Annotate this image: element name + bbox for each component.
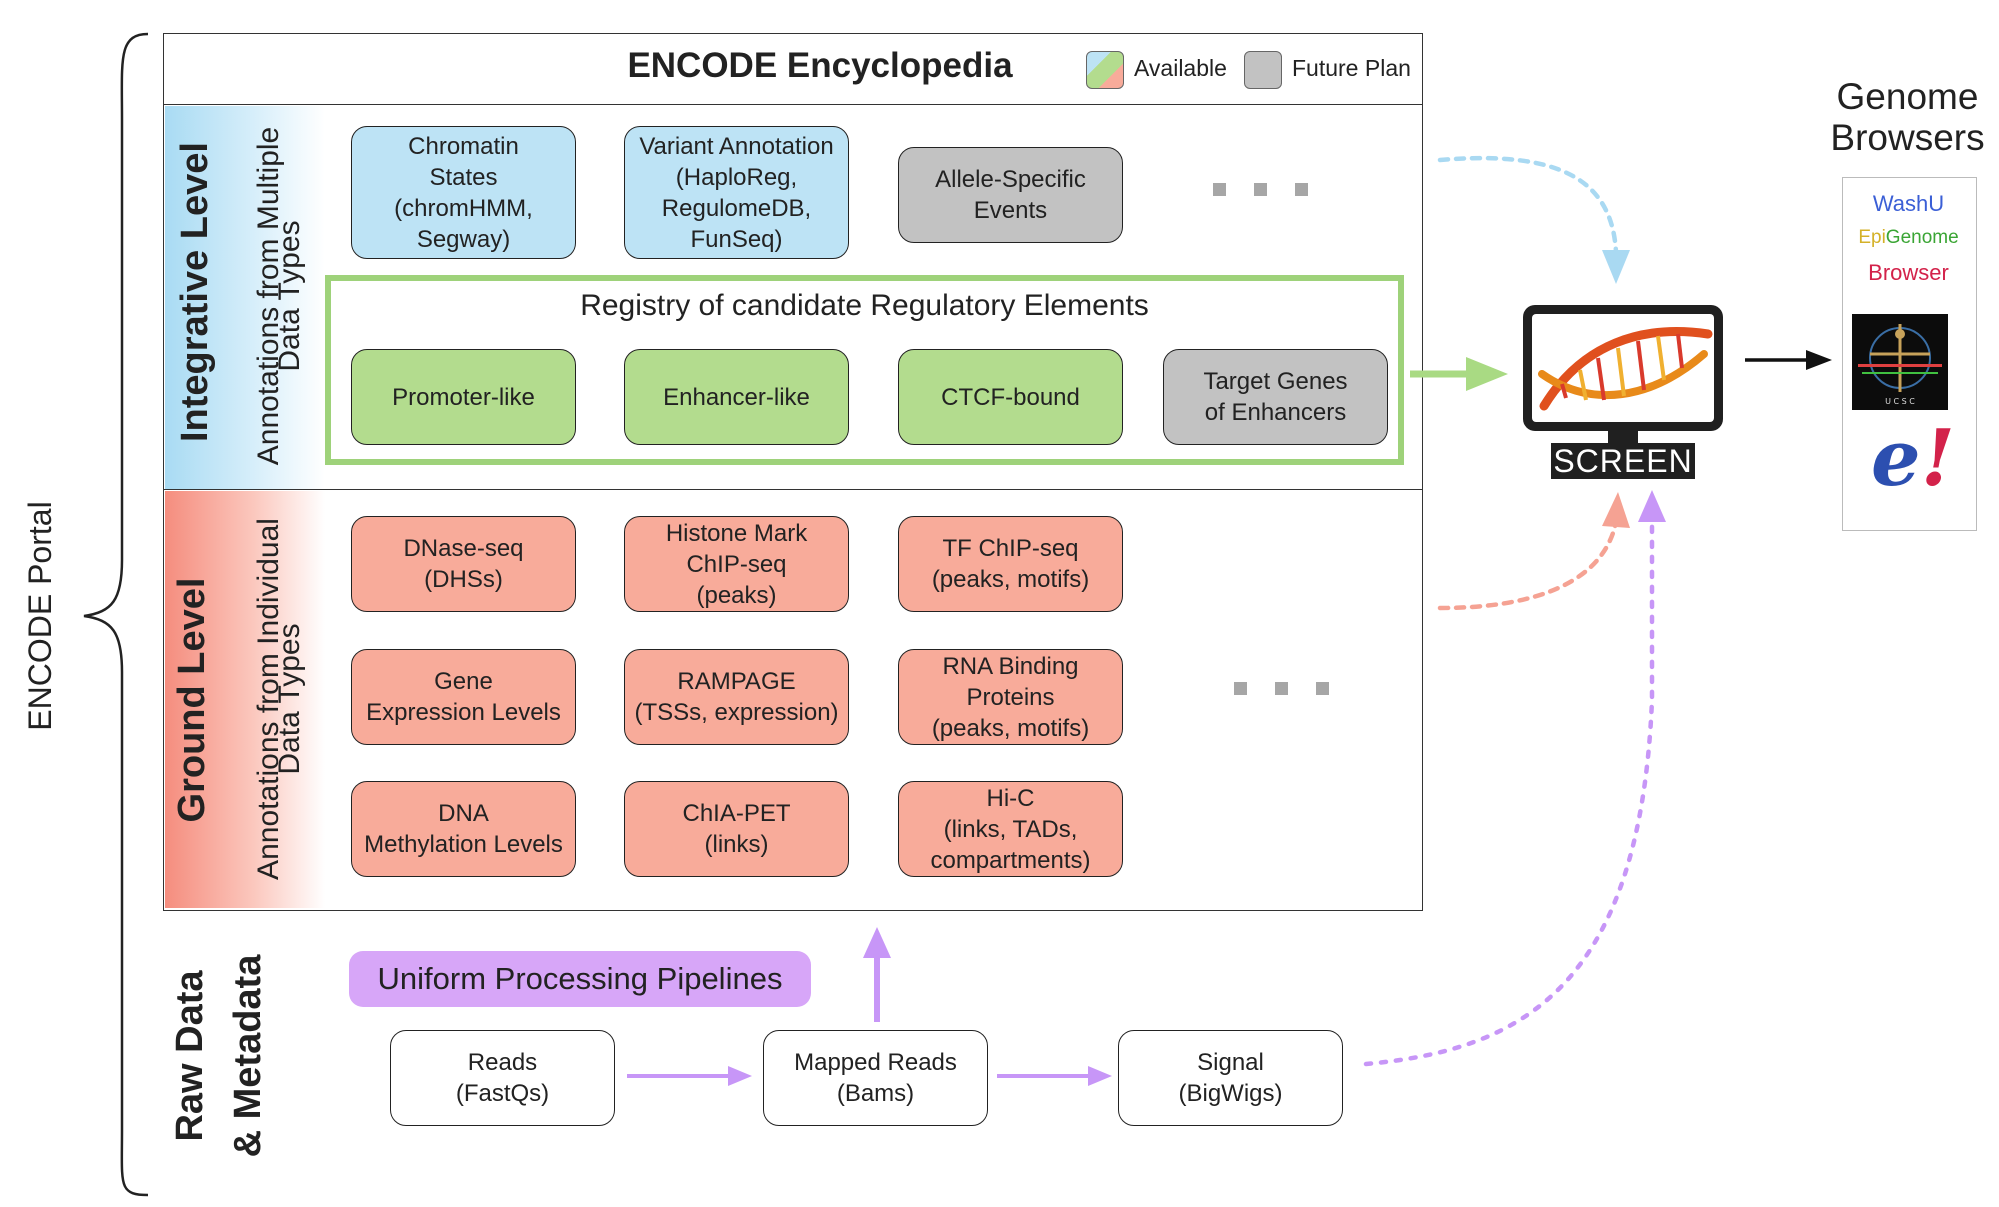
ground-ellipsis bbox=[1220, 682, 1343, 700]
target-genes-box: Target Genes of Enhancers bbox=[1163, 349, 1388, 445]
reads-box: Reads (FastQs) bbox=[390, 1030, 615, 1126]
screen-label: SCREEN bbox=[1551, 443, 1695, 479]
ensembl-logo-icon: e! bbox=[1871, 413, 1955, 504]
washu-epi: Epi bbox=[1858, 227, 1886, 248]
integrative-gradient bbox=[165, 106, 325, 489]
dna-methylation-box: DNA Methylation Levels bbox=[351, 781, 576, 877]
chromatin-states-box: Chromatin States (chromHMM, Segway) bbox=[351, 126, 576, 259]
ground-gradient bbox=[165, 491, 325, 908]
registry-title: Registry of candidate Regulatory Element… bbox=[580, 289, 1149, 322]
rampage-box: RAMPAGE (TSSs, expression) bbox=[624, 649, 849, 745]
enhancer-like-box: Enhancer-like bbox=[624, 349, 849, 445]
ctcf-bound-box: CTCF-bound bbox=[898, 349, 1123, 445]
histone-chip-box: Histone Mark ChIP-seq (peaks) bbox=[624, 516, 849, 612]
ucsc-logo-text: U C S C bbox=[1885, 397, 1915, 406]
ucsc-logo-icon: U C S C bbox=[1852, 314, 1948, 410]
encyclopedia-header bbox=[163, 33, 1423, 107]
promoter-like-box: Promoter-like bbox=[351, 349, 576, 445]
washu-line-3: Browser bbox=[1868, 260, 1949, 285]
encyclopedia-title: ENCODE Encyclopedia bbox=[627, 46, 1013, 85]
hi-c-box: Hi-C (links, TADs, compartments) bbox=[898, 781, 1123, 877]
legend-future-swatch bbox=[1244, 51, 1282, 89]
uniform-pipelines-badge: Uniform Processing Pipelines bbox=[349, 951, 811, 1007]
variant-annotation-box: Variant Annotation (HaploReg, RegulomeDB… bbox=[624, 126, 849, 259]
washu-line-1: WashU bbox=[1872, 191, 1945, 216]
legend-future-label: Future Plan bbox=[1292, 55, 1411, 81]
signal-box: Signal (BigWigs) bbox=[1118, 1030, 1343, 1126]
integrative-ellipsis bbox=[1199, 183, 1322, 201]
mapped-reads-box: Mapped Reads (Bams) bbox=[763, 1030, 988, 1126]
tf-chip-box: TF ChIP-seq (peaks, motifs) bbox=[898, 516, 1123, 612]
registry-frame bbox=[325, 275, 1404, 465]
genome-browsers-title-2: Browsers bbox=[1830, 117, 1985, 158]
dnase-seq-box: DNase-seq (DHSs) bbox=[351, 516, 576, 612]
washu-genome: Genome bbox=[1885, 227, 1959, 248]
gene-expression-box: Gene Expression Levels bbox=[351, 649, 576, 745]
allele-specific-events-box: Allele-Specific Events bbox=[898, 147, 1123, 243]
washu-line-2: EpiGenome bbox=[1842, 227, 1975, 249]
genome-browsers-title-1: Genome bbox=[1836, 76, 1979, 117]
chia-pet-box: ChIA-PET (links) bbox=[624, 781, 849, 877]
dna-helix-icon bbox=[1538, 327, 1713, 411]
legend-available-swatch bbox=[1086, 51, 1124, 89]
rna-binding-box: RNA Binding Proteins (peaks, motifs) bbox=[898, 649, 1123, 745]
legend-available-label: Available bbox=[1134, 55, 1227, 81]
screen-display bbox=[1532, 314, 1714, 422]
screen-stand bbox=[1608, 431, 1638, 445]
